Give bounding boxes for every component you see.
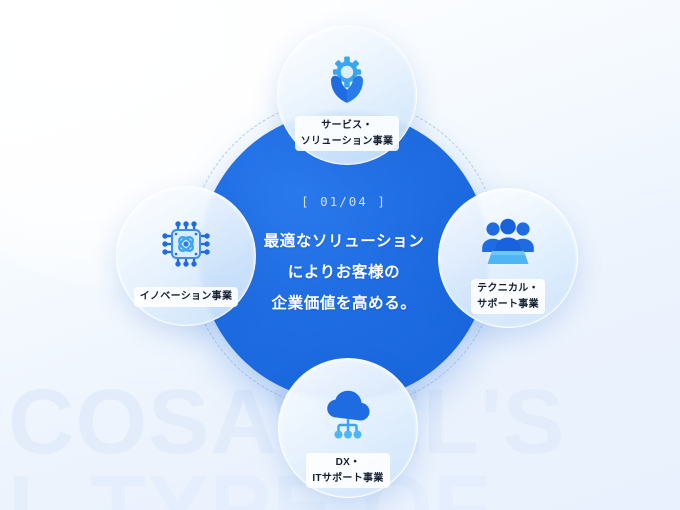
cloud-network-icon <box>318 385 378 443</box>
node-dx-it-support[interactable]: DX・ ITサポート事業 <box>278 358 418 498</box>
hub-tagline: 最適なソリューション によりお客様の 企業価値を高める。 <box>264 226 425 319</box>
node-label-line-1: テクニカル・ <box>477 283 539 294</box>
node-label-line-2: ITサポート事業 <box>312 472 384 484</box>
node-innovation[interactable]: イノベーション事業 <box>116 186 256 326</box>
node-label-line-1: イノベーション事業 <box>139 291 233 302</box>
gear-in-hands-icon <box>317 52 377 110</box>
node-innovation-label: イノベーション事業 <box>133 287 239 307</box>
hub-tagline-line-2: によりお客様の <box>287 263 401 281</box>
node-service-solution-label: サービス・ ソリューション事業 <box>294 116 400 151</box>
node-service-solution[interactable]: サービス・ ソリューション事業 <box>277 25 417 165</box>
node-label-line-1: サービス・ <box>321 120 373 131</box>
node-label-line-2: サポート事業 <box>477 298 539 310</box>
node-label-line-2: ソリューション事業 <box>300 135 394 147</box>
node-dx-it-support-label: DX・ ITサポート事業 <box>306 453 390 488</box>
microchip-icon <box>156 215 216 273</box>
hub-tagline-line-1: 最適なソリューション <box>263 232 425 250</box>
node-technical-support[interactable]: テクニカル・ サポート事業 <box>438 188 578 328</box>
node-technical-support-label: テクニカル・ サポート事業 <box>471 279 545 314</box>
support-team-icon <box>478 213 538 271</box>
hub-tagline-line-3: 企業価値を高める。 <box>271 294 417 312</box>
slide-index: [ 01/04 ] <box>301 193 387 209</box>
node-label-line-1: DX・ <box>335 457 361 468</box>
